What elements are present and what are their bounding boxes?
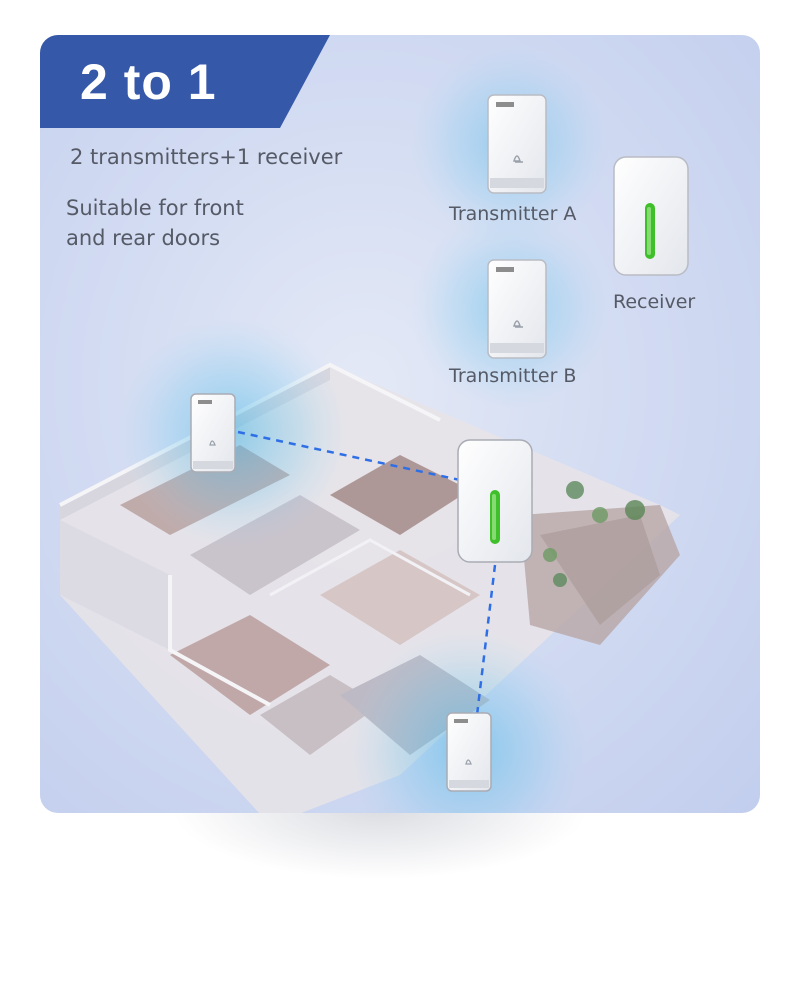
- house-illustration: [59, 45, 689, 813]
- receiver-label: Receiver: [613, 291, 696, 313]
- transmitter-a-label: Transmitter A: [449, 203, 577, 225]
- description-line-1: Suitable for front: [66, 196, 244, 220]
- transmitter-a-device: [487, 94, 547, 194]
- receiver-house: [457, 439, 533, 563]
- transmitter-b-device: [487, 259, 547, 359]
- receiver-device: [613, 156, 689, 276]
- bell-icon: [513, 320, 523, 328]
- bell-icon: [513, 155, 523, 163]
- transmitter-house-bottom: [446, 712, 492, 792]
- transmitter-house-left: [190, 393, 236, 473]
- banner-title: 2 to 1: [80, 54, 217, 110]
- description-line-2: and rear doors: [66, 226, 221, 250]
- title-banner: [40, 35, 330, 128]
- product-card: 2 to 1 2 transmitters+1 receiver Suitabl…: [40, 35, 760, 813]
- transmitter-b-label: Transmitter B: [449, 365, 577, 387]
- subtitle: 2 transmitters+1 receiver: [70, 145, 343, 169]
- description: Suitable for front and rear doors: [66, 193, 244, 253]
